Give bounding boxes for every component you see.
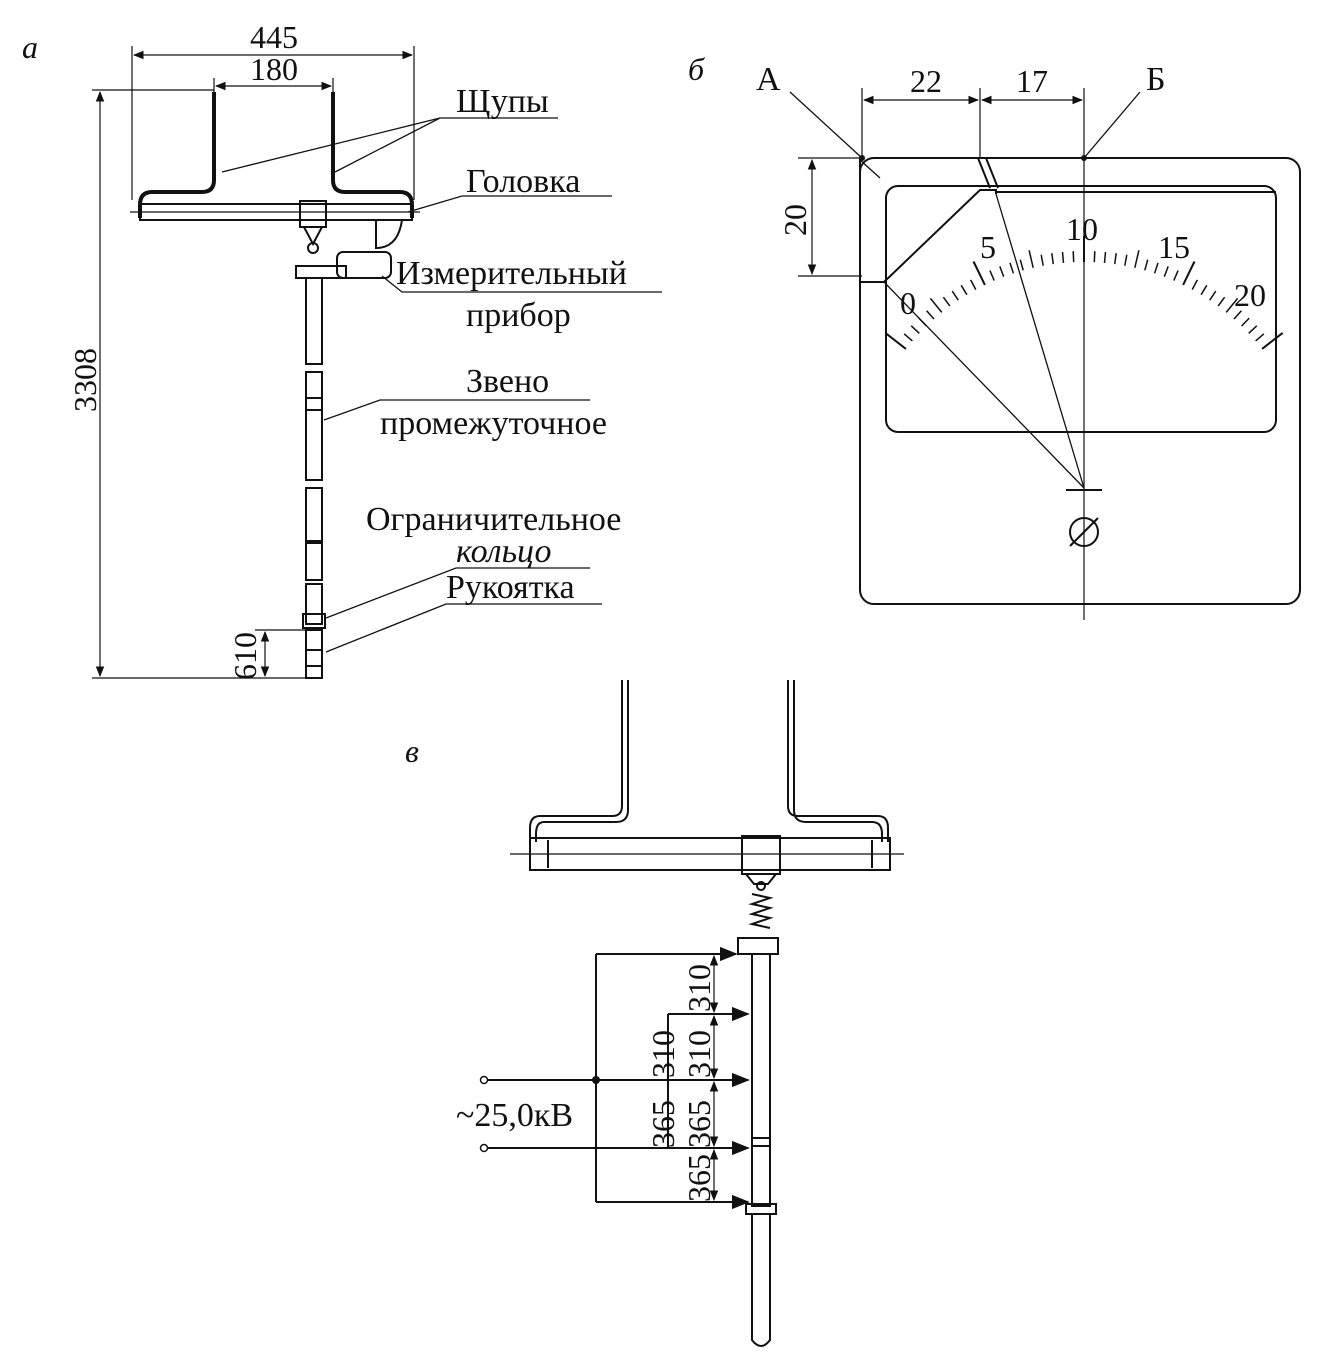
scale-tick: [884, 332, 907, 350]
point-label-a: А: [756, 61, 781, 98]
scale-tick: [1173, 270, 1179, 281]
scale-label-20: 20: [1234, 277, 1266, 313]
scale-tick: [1009, 262, 1015, 274]
dim-180: 180: [250, 51, 298, 87]
scale-tick: [1255, 333, 1265, 342]
label-ring-line2: кольцо: [456, 533, 551, 570]
meter-scale: [884, 236, 1284, 350]
scale-tick: [1200, 284, 1208, 296]
scale-tick: [910, 325, 920, 334]
figure-c-test-circuit: 310 310 365 365 365 310 ~25,0кВ: [456, 680, 904, 1347]
probe-right: [331, 92, 414, 218]
probe-c-left: [529, 680, 623, 842]
scale-tick: [1209, 290, 1217, 301]
meter-window: [885, 185, 1277, 433]
scale-tick: [1134, 250, 1140, 268]
scale-tick: [1225, 297, 1239, 313]
label-meter-line2: прибор: [466, 297, 571, 334]
meter-case: [859, 157, 1301, 605]
dim-c-310-mid: 310: [681, 1030, 717, 1078]
dim-c-365-mid: 365: [681, 1100, 717, 1148]
scale-tick: [1182, 261, 1196, 286]
handle-c: [751, 1214, 771, 1347]
scale-label-0: 0: [900, 285, 916, 321]
handle: [305, 629, 323, 679]
label-link-line2: промежуточное: [380, 405, 607, 442]
scale-tick: [1163, 266, 1169, 277]
scale-tick: [1019, 259, 1024, 271]
meter-wire: [375, 219, 403, 250]
point-label-b: Б: [1146, 61, 1166, 98]
scale-tick: [999, 266, 1005, 277]
dim-c-365-outer: 365: [645, 1100, 681, 1148]
scale-tick: [969, 279, 977, 290]
dim-17: 17: [1016, 63, 1048, 99]
scale-tick: [1040, 254, 1044, 266]
dim-c-310-outer: 310: [645, 1030, 681, 1078]
scale-tick: [1217, 296, 1226, 307]
scale-label-15: 15: [1158, 229, 1190, 265]
label-head: Головка: [466, 163, 580, 200]
label-probes: Щупы: [456, 83, 549, 120]
dim-20: 20: [777, 204, 813, 236]
scale-tick: [1191, 279, 1199, 290]
scale-tick: [960, 284, 968, 296]
scale-label-5: 5: [980, 229, 996, 265]
probe-left: [138, 92, 216, 218]
head-block: [299, 200, 327, 228]
scale-tick: [1093, 251, 1096, 263]
label-ring-line1: Ограничительное: [366, 501, 621, 538]
label-handle: Рукоятка: [446, 569, 575, 606]
dim-22: 22: [910, 63, 942, 99]
scale-tick: [1103, 251, 1107, 263]
dim-445: 445: [250, 19, 298, 55]
figure-a-general-view: 445 180 3308 610 Щупы Головка Измеритель…: [67, 19, 662, 680]
figure-b-meter-face: 22 17 20 А Б 0 5 10 15 20: [756, 61, 1301, 620]
scale-tick: [951, 290, 959, 301]
scale-tick: [1261, 332, 1284, 350]
scale-tick: [929, 297, 943, 313]
panel-label-b: б: [688, 51, 705, 87]
head-block-c: [741, 835, 781, 875]
scale-tick: [1051, 253, 1055, 265]
scale-tick: [989, 270, 995, 281]
scale-tick: [1153, 262, 1159, 274]
pivot-screw: [1069, 517, 1099, 547]
pole-link: [305, 371, 323, 481]
dim-c-365-low: 365: [681, 1154, 717, 1202]
label-meter-line1: Измерительный: [396, 255, 627, 292]
scale-tick: [1113, 253, 1117, 265]
dim-3308: 3308: [67, 348, 103, 412]
scale-tick: [1061, 251, 1065, 263]
pole-upper: [305, 277, 323, 365]
scale-label-10: 10: [1066, 211, 1098, 247]
scale-tick: [1028, 250, 1034, 268]
scale-tick: [903, 333, 913, 342]
probe-c-right: [787, 680, 889, 842]
pole-link-2: [305, 487, 323, 581]
panel-label-a: а: [22, 29, 38, 65]
scale-tick: [918, 317, 927, 327]
dim-c-310-top: 310: [681, 964, 717, 1012]
dim-610: 610: [227, 632, 263, 680]
limit-ring: [302, 613, 326, 629]
label-link-line1: Звено: [466, 363, 549, 400]
scale-tick: [1241, 317, 1250, 327]
scale-tick: [1144, 259, 1149, 271]
panel-label-v: в: [405, 733, 419, 769]
spring: [748, 893, 774, 929]
pole-c: [751, 953, 771, 1139]
scale-tick: [1248, 325, 1258, 334]
scale-tick: [926, 310, 935, 320]
scale-tick: [1233, 310, 1242, 320]
scale-tick: [942, 296, 951, 307]
scale-tick: [1124, 254, 1128, 266]
pole-lower: [305, 583, 323, 625]
scale-tick: [972, 261, 986, 286]
voltage-label: ~25,0кВ: [456, 1097, 573, 1134]
scale-tick: [1072, 251, 1075, 263]
